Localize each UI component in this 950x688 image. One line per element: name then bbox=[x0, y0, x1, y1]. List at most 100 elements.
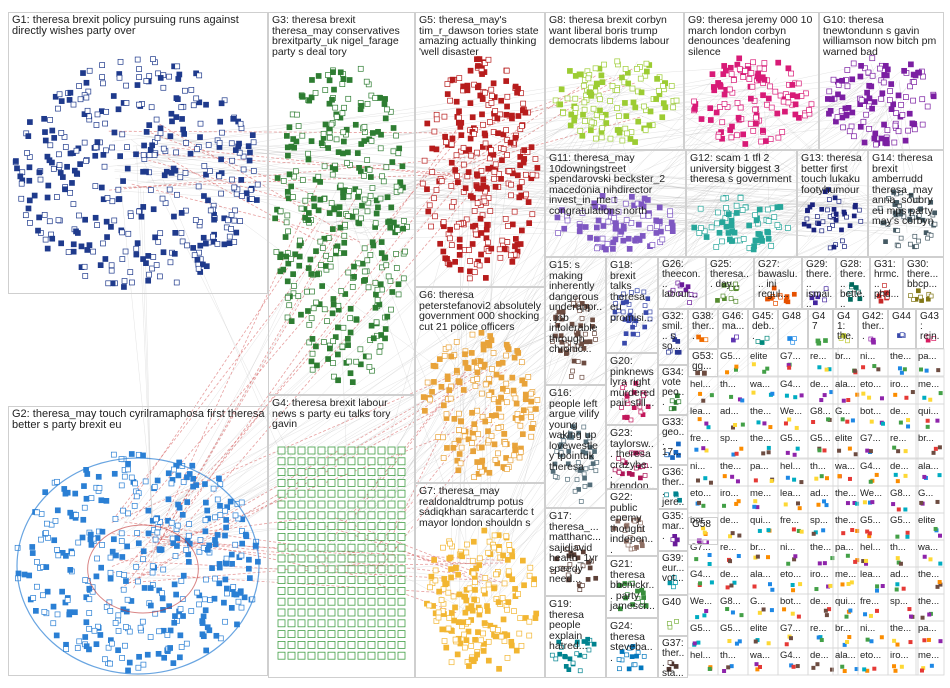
edge-line bbox=[478, 177, 508, 389]
small-group-label: the... bbox=[750, 433, 771, 444]
graph-node bbox=[199, 620, 206, 626]
graph-node bbox=[384, 194, 391, 201]
graph-node bbox=[82, 216, 88, 223]
group-box-g11: G11: theresa_may 10downingstreet spendar… bbox=[545, 150, 686, 257]
graph-node bbox=[196, 601, 202, 608]
graph-node bbox=[18, 195, 25, 202]
graph-node bbox=[121, 473, 128, 480]
graph-node bbox=[81, 139, 88, 146]
graph-node bbox=[56, 91, 63, 98]
graph-node bbox=[853, 559, 858, 564]
graph-node bbox=[355, 260, 361, 267]
graph-node bbox=[239, 540, 246, 547]
graph-node bbox=[144, 651, 151, 658]
graph-node bbox=[74, 645, 81, 651]
graph-node bbox=[143, 260, 149, 266]
graph-node bbox=[212, 537, 218, 543]
graph-node bbox=[125, 466, 131, 473]
group-box-g40: G40 bbox=[658, 595, 688, 636]
graph-node bbox=[782, 607, 787, 612]
graph-node bbox=[793, 395, 798, 400]
graph-node bbox=[228, 605, 235, 611]
graph-node bbox=[105, 644, 112, 651]
group-box-g6: G6: theresa peterstefanovi2 absolutely g… bbox=[415, 287, 545, 483]
edge-line bbox=[489, 149, 492, 568]
graph-node bbox=[156, 273, 163, 280]
small-group-label: iro... bbox=[810, 569, 828, 580]
graph-node bbox=[369, 239, 376, 246]
graph-node bbox=[897, 366, 902, 371]
small-group-label: pa... bbox=[918, 623, 937, 634]
graph-node bbox=[193, 95, 200, 102]
graph-node bbox=[84, 107, 91, 114]
graph-node bbox=[768, 425, 773, 430]
graph-node bbox=[292, 251, 298, 258]
graph-node bbox=[305, 265, 312, 271]
graph-node bbox=[817, 448, 822, 453]
graph-node bbox=[207, 207, 214, 214]
graph-node bbox=[66, 609, 73, 615]
edge-line bbox=[726, 183, 841, 209]
highlighted-edge bbox=[148, 159, 331, 212]
small-group-label: G... bbox=[750, 596, 765, 607]
graph-node bbox=[347, 329, 354, 336]
graph-node bbox=[190, 102, 197, 109]
graph-node bbox=[29, 550, 36, 556]
small-group-label: G... bbox=[835, 406, 850, 417]
graph-node bbox=[88, 495, 95, 501]
graph-node bbox=[696, 640, 701, 645]
small-group-label: me... bbox=[750, 488, 771, 499]
graph-node bbox=[126, 628, 133, 635]
graph-node bbox=[795, 446, 800, 451]
edge-line bbox=[157, 82, 864, 162]
graph-node bbox=[707, 553, 712, 558]
graph-node bbox=[126, 659, 133, 666]
edge-line bbox=[364, 164, 468, 527]
graph-node bbox=[306, 339, 313, 346]
edge-line bbox=[153, 100, 893, 559]
graph-node bbox=[159, 590, 165, 596]
graph-node bbox=[757, 610, 762, 615]
edge-line bbox=[134, 78, 625, 164]
small-group-label: de... bbox=[890, 461, 909, 472]
graph-node bbox=[286, 171, 293, 178]
edge-line bbox=[490, 231, 622, 562]
group-label: G13: theresa better first touch lukaku f… bbox=[801, 152, 862, 196]
graph-node bbox=[128, 474, 135, 481]
group-label: G16: people left argue vilify young waki… bbox=[549, 387, 600, 473]
graph-node bbox=[737, 639, 742, 644]
graph-node bbox=[357, 346, 364, 353]
group-label: G37: ther... sta... bbox=[662, 638, 685, 678]
edge-line bbox=[124, 205, 645, 581]
graph-node bbox=[766, 450, 771, 455]
graph-node bbox=[216, 173, 223, 180]
graph-node bbox=[212, 575, 218, 582]
graph-node bbox=[195, 183, 202, 190]
small-group-label: me... bbox=[918, 379, 939, 390]
graph-node bbox=[377, 145, 384, 152]
graph-node bbox=[80, 516, 87, 523]
graph-node bbox=[766, 528, 771, 533]
graph-node bbox=[189, 462, 196, 469]
graph-node bbox=[36, 214, 42, 221]
small-group-label: G4... bbox=[860, 461, 881, 472]
small-group-label: qui... bbox=[750, 515, 771, 526]
graph-node bbox=[38, 536, 44, 543]
graph-node bbox=[284, 314, 291, 321]
graph-node bbox=[250, 168, 257, 174]
graph-node bbox=[102, 656, 108, 663]
graph-node bbox=[218, 156, 224, 163]
graph-node bbox=[357, 65, 364, 72]
graph-node bbox=[937, 533, 942, 538]
graph-node bbox=[159, 195, 166, 202]
graph-node bbox=[232, 512, 239, 519]
edge-line bbox=[616, 185, 835, 191]
graph-node bbox=[819, 474, 824, 479]
graph-node bbox=[736, 553, 741, 558]
graph-node bbox=[870, 500, 875, 505]
graph-node bbox=[902, 367, 907, 372]
graph-node bbox=[353, 317, 360, 323]
graph-node bbox=[823, 608, 828, 613]
graph-node bbox=[165, 470, 172, 477]
graph-node bbox=[372, 279, 379, 286]
